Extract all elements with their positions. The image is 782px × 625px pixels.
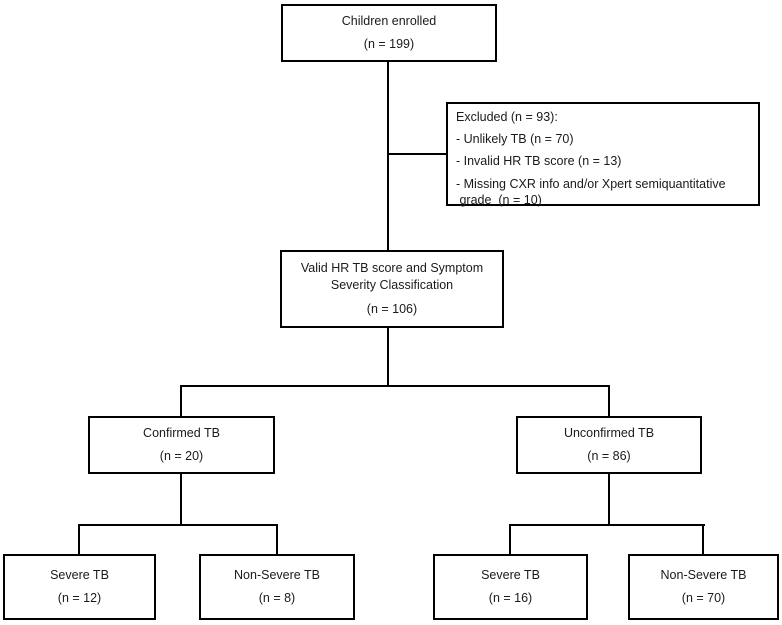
connector-main-splitter	[180, 385, 610, 387]
node-count: (n = 16)	[488, 590, 533, 605]
node-confirmed-nonsevere-tb: Non-Severe TB (n = 8)	[199, 554, 355, 620]
node-label: Valid HR TB score and Symptom Severity C…	[300, 260, 484, 292]
excluded-item-1: - Unlikely TB (n = 70)	[456, 132, 574, 147]
connector-drop-nonsevere-left	[276, 524, 278, 556]
connector-unconfirmed-to-subsplitter	[608, 472, 610, 526]
connector-drop-severe-left	[78, 524, 80, 556]
node-label: Severe TB	[481, 568, 540, 583]
connector-drop-severe-right	[509, 524, 511, 556]
node-count: (n = 8)	[258, 590, 296, 605]
node-count: (n = 106)	[366, 302, 418, 317]
node-count: (n = 70)	[681, 590, 726, 605]
excluded-item-3: - Missing CXR info and/or Xpert semiquan…	[456, 176, 726, 207]
node-count: (n = 86)	[587, 448, 631, 463]
node-confirmed-tb: Confirmed TB (n = 20)	[88, 416, 275, 474]
node-valid-hr-tb-score: Valid HR TB score and Symptom Severity C…	[280, 250, 504, 328]
connector-drop-unconfirmed	[608, 385, 610, 416]
connector-branch-to-excluded	[388, 153, 448, 155]
connector-drop-confirmed	[180, 385, 182, 416]
node-label: Children enrolled	[341, 14, 437, 29]
node-count: (n = 12)	[57, 590, 102, 605]
node-count: (n = 199)	[363, 36, 415, 51]
connector-valid-to-splitter	[387, 326, 389, 387]
node-label: Unconfirmed TB	[563, 426, 655, 441]
excluded-item-2: - Invalid HR TB score (n = 13)	[456, 154, 622, 169]
connector-confirmed-to-subsplitter	[180, 472, 182, 526]
node-confirmed-severe-tb: Severe TB (n = 12)	[3, 554, 156, 620]
node-unconfirmed-severe-tb: Severe TB (n = 16)	[433, 554, 588, 620]
excluded-title: Excluded (n = 93):	[456, 110, 558, 124]
node-count: (n = 20)	[159, 448, 204, 463]
node-label: Confirmed TB	[143, 426, 220, 441]
node-label: Non-Severe TB	[660, 568, 747, 583]
node-label: Severe TB	[50, 568, 109, 583]
node-unconfirmed-tb: Unconfirmed TB (n = 86)	[516, 416, 702, 474]
node-label: Non-Severe TB	[234, 568, 320, 583]
connector-subsplitter-right	[509, 524, 705, 526]
node-excluded: Excluded (n = 93): - Unlikely TB (n = 70…	[446, 102, 760, 207]
node-children-enrolled: Children enrolled (n = 199)	[281, 4, 497, 62]
connector-drop-nonsevere-right	[702, 524, 704, 556]
connector-subsplitter-left	[78, 524, 278, 526]
node-unconfirmed-nonsevere-tb: Non-Severe TB (n = 70)	[628, 554, 779, 620]
